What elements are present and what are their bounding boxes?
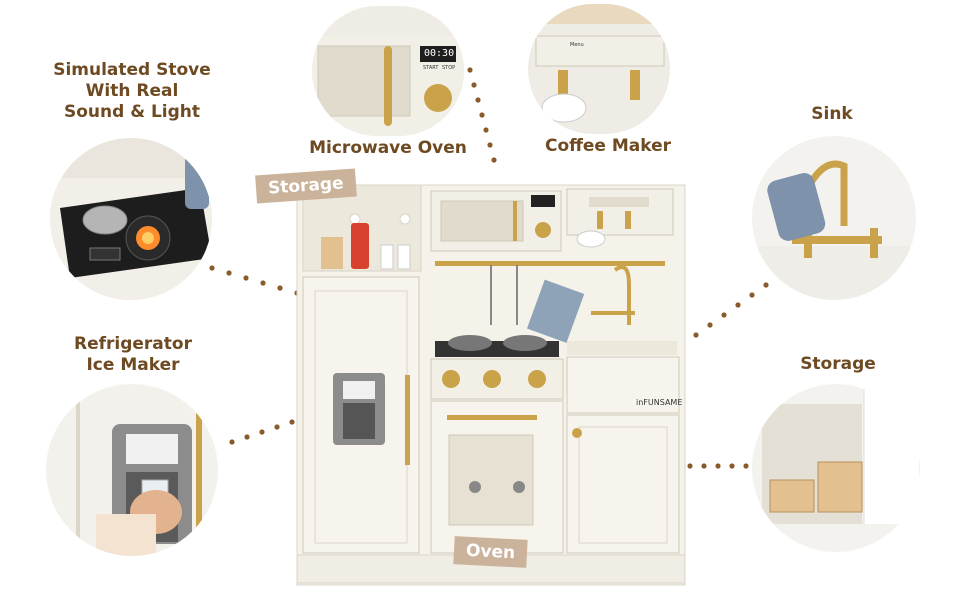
microwave-label: Microwave Oven	[309, 138, 467, 158]
sink-closeup	[752, 136, 916, 300]
brand-logo: inFUNSAME	[636, 398, 683, 407]
oven-tag: Oven	[453, 536, 528, 568]
stove-closeup	[50, 138, 212, 300]
play-kitchen	[296, 184, 686, 586]
storage-right-label: Storage	[800, 354, 876, 374]
storage-closeup	[752, 384, 920, 552]
coffee-maker-closeup	[528, 4, 670, 134]
stove-label: Simulated Stove With Real Sound & Light	[53, 60, 211, 122]
stop-button: STOP	[442, 65, 456, 71]
start-button: START	[423, 65, 439, 71]
microwave-closeup	[312, 6, 464, 136]
coffee-label: Coffee Maker	[544, 136, 672, 156]
coffee-menu: Menu	[570, 42, 584, 48]
microwave-timer: 00:30	[424, 48, 455, 59]
ice-maker-closeup	[46, 384, 218, 556]
sink-label: Sink	[811, 104, 853, 124]
fridge-label: Refrigerator Ice Maker	[74, 334, 192, 375]
